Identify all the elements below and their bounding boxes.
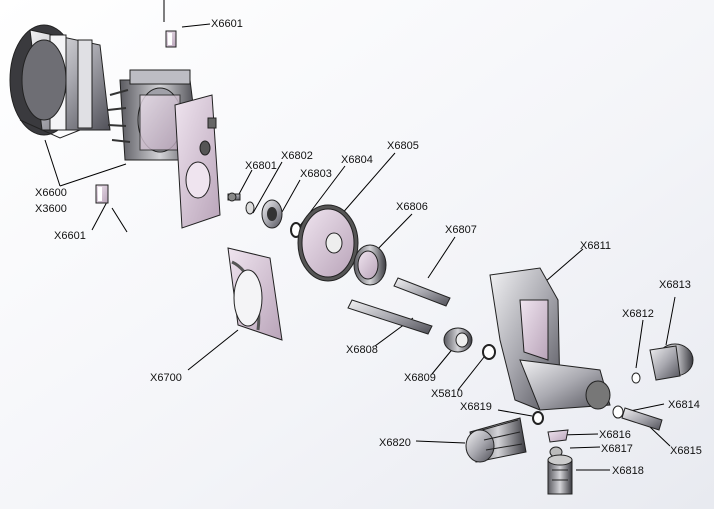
label-x6803: X6803 xyxy=(300,168,332,180)
main-housing xyxy=(489,267,611,411)
label-x6811: X6811 xyxy=(580,240,611,252)
label-x6815: X6815 xyxy=(670,445,702,457)
shaft-lower xyxy=(347,299,433,335)
leader-lines xyxy=(44,0,676,471)
label-x6804: X6804 xyxy=(341,154,373,166)
end-cap xyxy=(649,343,694,381)
collet xyxy=(547,454,573,495)
label-x6600: X6600 xyxy=(35,187,67,199)
label-x6802: X6802 xyxy=(281,150,313,162)
label-x6801: X6801 xyxy=(245,160,277,172)
bearing-part xyxy=(261,199,283,229)
motor-housing xyxy=(9,24,111,139)
label-x6807: X6807 xyxy=(445,224,477,236)
large-gear xyxy=(297,204,359,282)
small-washer xyxy=(631,372,641,384)
label-x6816: X6816 xyxy=(599,429,631,441)
label-x6817: X6817 xyxy=(601,443,633,455)
label-x6813: X6813 xyxy=(659,279,691,291)
screw-part xyxy=(227,192,241,202)
label-x6805: X6805 xyxy=(387,140,419,152)
bevel-gear xyxy=(353,244,387,286)
retaining-ring xyxy=(482,344,496,360)
shaft-upper xyxy=(393,277,451,307)
label-x6814: X6814 xyxy=(668,399,700,411)
small-gear xyxy=(443,327,473,353)
clip-x6816 xyxy=(547,429,569,443)
label-x5810: X5810 xyxy=(431,388,463,400)
label-x6820: X6820 xyxy=(379,437,411,449)
label-x6601-top: X6601 xyxy=(211,18,243,30)
label-x6700: X6700 xyxy=(150,372,182,384)
washer-part xyxy=(245,201,255,215)
spring-pin xyxy=(612,405,663,431)
label-x6601-left: X6601 xyxy=(54,230,86,242)
label-x6809: X6809 xyxy=(404,372,436,384)
chuck xyxy=(465,417,527,463)
ring-x6819 xyxy=(532,411,544,425)
carbon-brush-top xyxy=(165,30,177,48)
label-x6818: X6818 xyxy=(612,465,644,477)
label-x6808: X6808 xyxy=(346,344,378,356)
label-x3600: X3600 xyxy=(35,203,67,215)
label-x6812: X6812 xyxy=(622,308,654,320)
label-x6819: X6819 xyxy=(460,401,492,413)
carbon-brush-left xyxy=(95,184,109,204)
gearbox-plate xyxy=(174,94,221,229)
brush-shield xyxy=(227,247,283,341)
label-x6806: X6806 xyxy=(396,201,428,213)
